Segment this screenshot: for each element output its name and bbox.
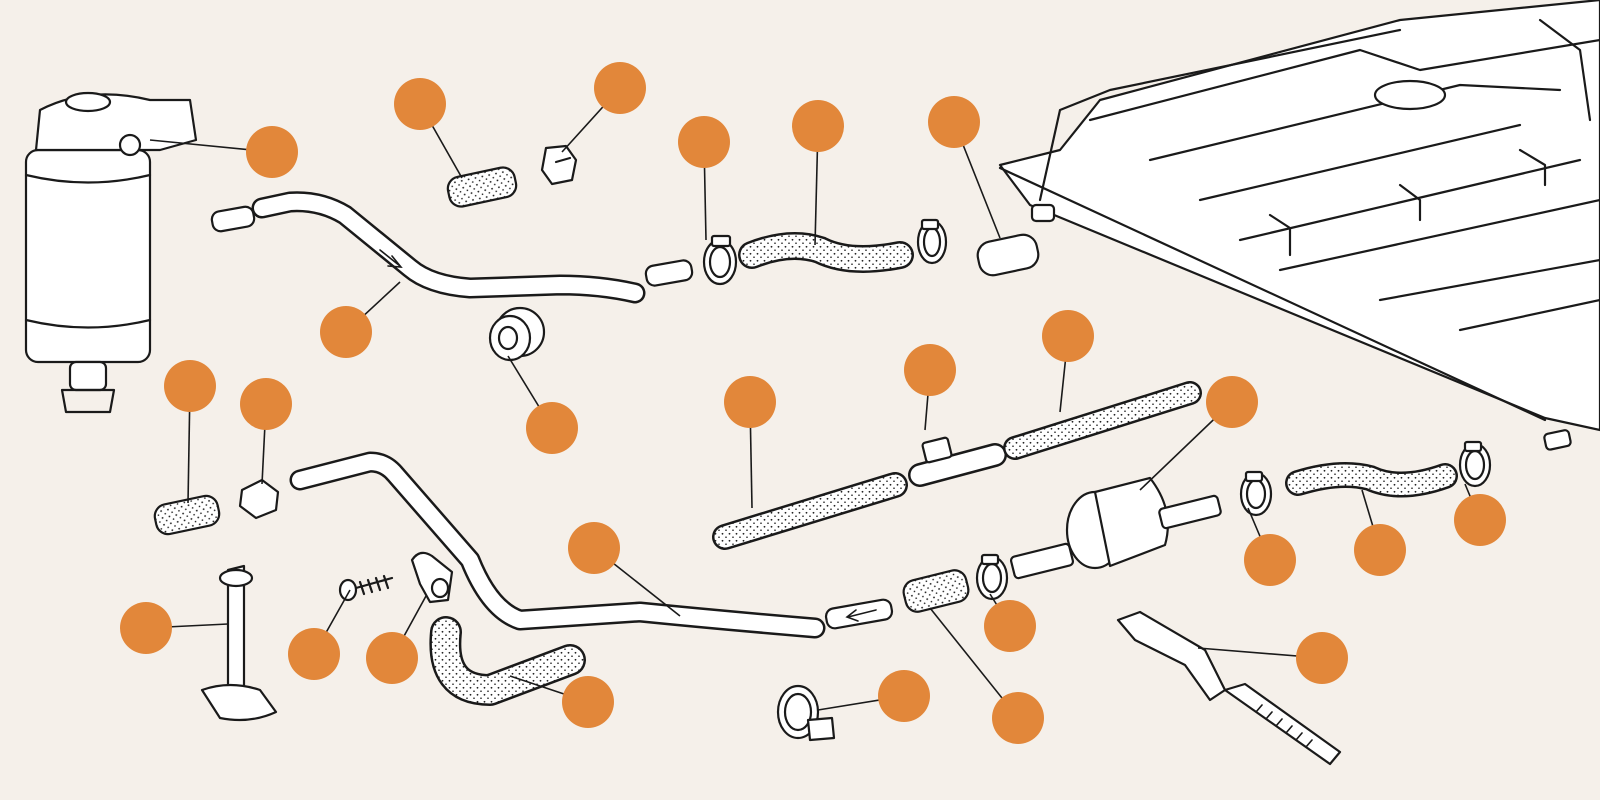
upper-fuel-line: [210, 191, 694, 304]
callout-marker[interactable]: [1042, 310, 1094, 362]
callout-marker[interactable]: [984, 600, 1036, 652]
inline-fuel-filter: [1009, 476, 1222, 580]
hose-short-left: [153, 494, 221, 536]
hose-clamp-1: [702, 234, 738, 286]
elbow-hose: [429, 616, 586, 706]
pipe-clip: [410, 551, 454, 604]
t-piece-connector: [908, 436, 1007, 487]
callout-marker[interactable]: [1244, 534, 1296, 586]
callout-marker[interactable]: [724, 376, 776, 428]
callout-marker[interactable]: [992, 692, 1044, 744]
callout-marker[interactable]: [594, 62, 646, 114]
fuel-filter-canister: [24, 91, 198, 414]
hose-clamp-5: [1458, 440, 1492, 488]
callout-marker[interactable]: [878, 670, 930, 722]
hose-curved-right: [1285, 462, 1458, 498]
callout-marker[interactable]: [240, 378, 292, 430]
callout-markers[interactable]: [120, 62, 1506, 744]
callout-marker[interactable]: [562, 676, 614, 728]
sleeve-connector: [976, 233, 1040, 277]
hose-clamp-6: [776, 684, 836, 742]
callout-marker[interactable]: [320, 306, 372, 358]
hose-short-upper: [446, 166, 518, 208]
rubber-grommet: [488, 306, 546, 362]
callout-marker[interactable]: [928, 96, 980, 148]
callout-marker[interactable]: [1206, 376, 1258, 428]
callout-marker[interactable]: [1354, 524, 1406, 576]
callout-marker[interactable]: [904, 344, 956, 396]
mounting-bracket: [200, 564, 278, 722]
hose-clamp-4: [1239, 470, 1273, 517]
callout-marker[interactable]: [366, 632, 418, 684]
callout-marker[interactable]: [526, 402, 578, 454]
callout-marker[interactable]: [246, 126, 298, 178]
callout-marker[interactable]: [288, 628, 340, 680]
callout-marker[interactable]: [164, 360, 216, 412]
callout-marker[interactable]: [568, 522, 620, 574]
callout-marker[interactable]: [120, 602, 172, 654]
hose-long-middle: [712, 472, 908, 550]
cable-tie: [1116, 610, 1342, 766]
callout-marker[interactable]: [792, 100, 844, 152]
hose-curved-upper: [738, 232, 914, 273]
clip-left: [238, 478, 280, 520]
callout-marker[interactable]: [394, 78, 446, 130]
callout-marker[interactable]: [1296, 632, 1348, 684]
clip-upper: [540, 144, 578, 186]
hose-short-lower: [902, 569, 970, 613]
fuel-tank: [998, 0, 1600, 451]
hose-clamp-3: [975, 553, 1009, 601]
callout-marker[interactable]: [678, 116, 730, 168]
screw: [338, 574, 394, 602]
hose-long-right: [1003, 381, 1202, 460]
callout-marker[interactable]: [1454, 494, 1506, 546]
hose-clamp-2: [916, 218, 948, 265]
lower-fuel-line: [289, 451, 894, 639]
